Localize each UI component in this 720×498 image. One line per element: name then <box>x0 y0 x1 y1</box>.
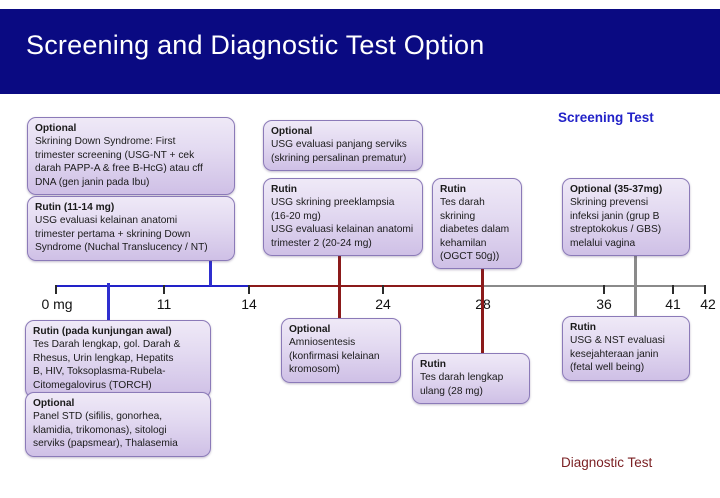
callout-line: trimester 2 (20-24 mg) <box>271 237 372 249</box>
axis-label-42: 42 <box>700 296 716 312</box>
callout-line: Tes darah lengkap <box>420 372 504 384</box>
callout-line: Tes Darah lengkap, gol. Darah & <box>33 339 181 351</box>
callout-bottom-mid-rutin[interactable]: Rutin Tes darah lengkap ulang (28 mg) <box>412 353 530 405</box>
callout-heading: Optional <box>289 324 331 335</box>
callout-bottom-left-optional[interactable]: Optional Panel STD (sifilis, gonorhea, k… <box>25 392 211 457</box>
callout-line: USG skrining preeklampsia <box>271 197 395 209</box>
callout-line: serviks (papsmear), Thalasemia <box>33 438 178 450</box>
axis-tick-14 <box>248 285 250 294</box>
callout-line: Amniosentesis <box>289 337 356 349</box>
axis-segment-diagnostic <box>248 285 482 287</box>
connector-term-nst <box>634 285 637 317</box>
diagnostic-test-label: Diagnostic Test <box>561 455 653 470</box>
callout-top-mid-rutin[interactable]: Rutin USG skrining preeklampsia (16-20 m… <box>263 178 423 257</box>
callout-bottom-right-rutin[interactable]: Rutin USG & NST evaluasi kesejahteraan j… <box>562 316 690 381</box>
callout-heading: Optional (35-37mg) <box>570 184 663 195</box>
callout-line: Rhesus, Urin lengkap, Hepatits <box>33 352 174 364</box>
callout-heading: Optional <box>271 126 313 137</box>
callout-line: DNA (gen janin pada Ibu) <box>35 176 150 188</box>
axis-label-0: 0 mg <box>41 296 73 312</box>
callout-line: diabetes dalam <box>440 224 510 236</box>
axis-tick-11 <box>163 285 165 294</box>
connector-diagnostic-usg-screening <box>338 256 341 286</box>
callout-line: Tes darah <box>440 197 485 209</box>
axis-label-11: 11 <box>156 296 172 312</box>
callout-heading: Rutin <box>271 184 298 195</box>
axis-tick-41 <box>672 285 674 294</box>
page-title: Screening and Diagnostic Test Option <box>26 30 485 60</box>
callout-line: klamidia, trikomonas), sitologi <box>33 424 167 436</box>
callout-heading: Rutin <box>570 322 597 333</box>
callout-line: streptokokus / GBS) <box>570 224 662 236</box>
axis-label-36: 36 <box>596 296 612 312</box>
callout-line: B, HIV, Toksoplasma-Rubela- <box>33 366 166 378</box>
callout-line: melalui vagina <box>570 237 636 249</box>
callout-heading: Optional <box>33 398 75 409</box>
callout-top-right-optional[interactable]: Optional (35-37mg) Skrining prevensi inf… <box>562 178 690 257</box>
callout-line: skrining <box>440 210 476 222</box>
callout-top-left-rutin[interactable]: Rutin (11-14 mg) USG evaluasi kelainan a… <box>27 196 235 261</box>
callout-line: Citomegalovirus (TORCH) <box>33 379 152 391</box>
callout-line: (16-20 mg) <box>271 210 321 222</box>
callout-line: darah PAPP-A & free B-HcG) atau cff <box>35 163 203 175</box>
callout-line: trimester pertama + skrining Down <box>35 228 191 240</box>
callout-line: Skrining Down Syndrome: First <box>35 136 176 148</box>
connector-screening-riser-left <box>107 283 110 287</box>
axis-segment-screening <box>55 285 248 287</box>
callout-line: kromosom) <box>289 364 340 376</box>
callout-line: (skrining persalinan prematur) <box>271 152 407 164</box>
connector-diagnostic-ogct <box>481 256 484 286</box>
callout-line: kesejahteraan janin <box>570 348 659 360</box>
callout-line: Skrining prevensi <box>570 197 649 209</box>
callout-heading: Rutin (pada kunjungan awal) <box>33 326 172 337</box>
callout-bottom-left-rutin[interactable]: Rutin (pada kunjungan awal) Tes Darah le… <box>25 320 211 399</box>
callout-heading: Rutin (11-14 mg) <box>35 202 115 213</box>
axis-tick-36 <box>603 285 605 294</box>
axis-tick-0 <box>55 285 57 294</box>
connector-diagnostic-repeat-blood <box>481 285 484 353</box>
callout-top-mid-optional[interactable]: Optional USG evaluasi panjang serviks (s… <box>263 120 423 172</box>
title-banner <box>0 9 720 94</box>
callout-heading: Rutin <box>420 359 447 370</box>
callout-line: ulang (28 mg) <box>420 385 483 397</box>
callout-line: (fetal well being) <box>570 362 645 374</box>
callout-line: (konfirmasi kelainan <box>289 350 380 362</box>
callout-top-ogct-rutin[interactable]: Rutin Tes darah skrining diabetes dalam … <box>432 178 522 270</box>
axis-segment-term <box>482 285 706 287</box>
callout-top-left-optional[interactable]: Optional Skrining Down Syndrome: First t… <box>27 117 235 196</box>
callout-line: trimester screening (USG-NT + cek <box>35 149 195 161</box>
connector-diagnostic-amniosentesis <box>338 285 341 318</box>
callout-line: USG evaluasi kelainan anatomi <box>271 224 414 236</box>
connector-term-gbs <box>634 256 637 286</box>
callout-line: USG evaluasi kelainan anatomi <box>35 215 178 227</box>
callout-line: USG evaluasi panjang serviks <box>271 139 407 151</box>
callout-bottom-mid-optional[interactable]: Optional Amniosentesis (konfirmasi kelai… <box>281 318 401 383</box>
axis-tick-24 <box>382 285 384 294</box>
axis-label-14: 14 <box>241 296 257 312</box>
callout-line: Panel STD (sifilis, gonorhea, <box>33 411 163 423</box>
callout-line: USG & NST evaluasi <box>570 335 665 347</box>
callout-line: Syndrome (Nuchal Translucency / NT) <box>35 242 208 254</box>
axis-label-24: 24 <box>375 296 391 312</box>
callout-line: infeksi janin (grup B <box>570 210 660 222</box>
screening-test-label: Screening Test <box>558 110 654 125</box>
callout-heading: Optional <box>35 123 77 134</box>
callout-line: kehamilan <box>440 237 487 249</box>
axis-label-41: 41 <box>665 296 681 312</box>
callout-heading: Rutin <box>440 184 467 195</box>
connector-screening-initial-visit <box>107 285 110 321</box>
axis-tick-42 <box>704 285 706 294</box>
connector-screening-first-trimester <box>209 256 212 286</box>
callout-line: (OGCT 50g)) <box>440 251 500 263</box>
